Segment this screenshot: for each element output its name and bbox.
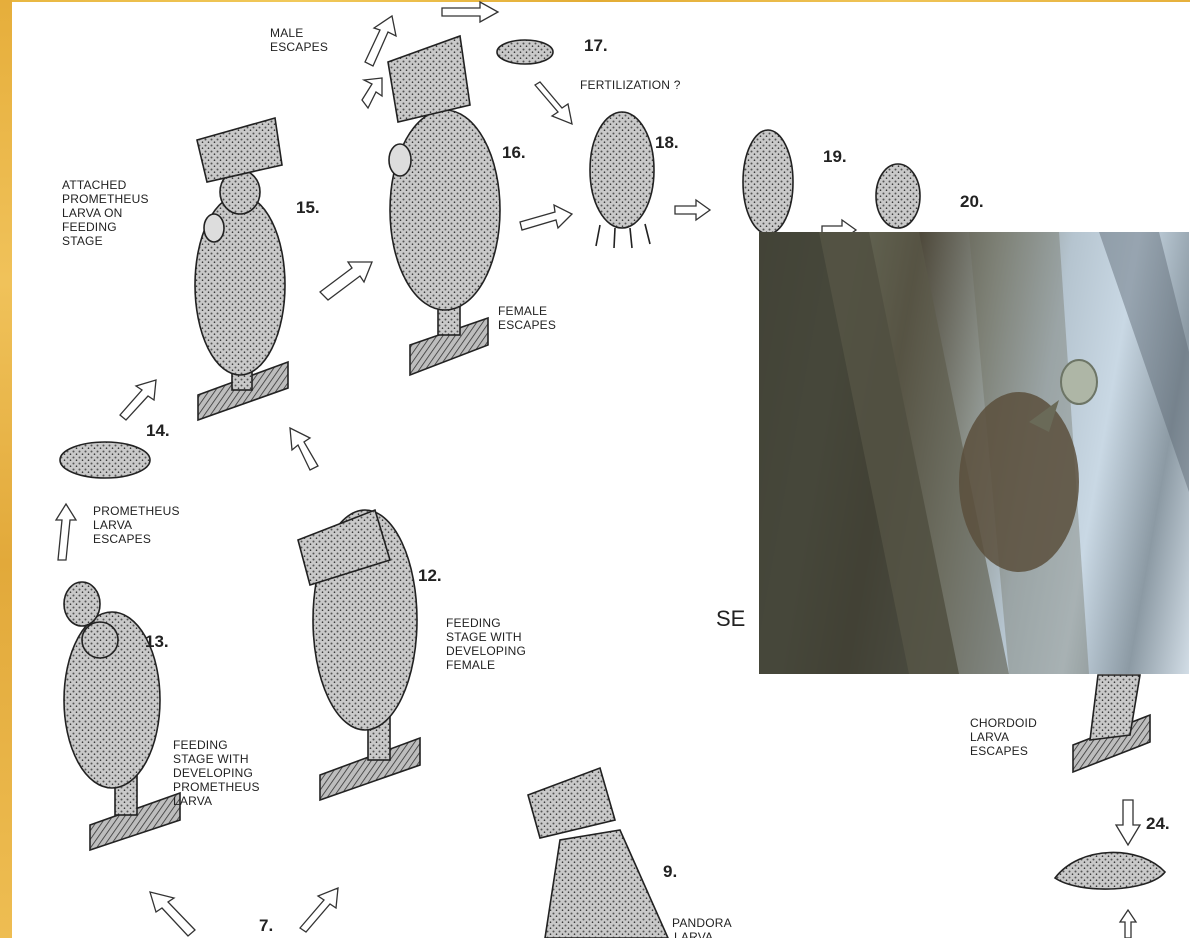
label-fertilization: FERTILIZATION ? — [580, 78, 681, 92]
stage-16-figure — [388, 36, 500, 375]
stage-24-figure — [1055, 852, 1165, 889]
label-pandora: PANDORA — [672, 916, 732, 930]
stage-number-20: 20. — [960, 192, 984, 212]
label-female-escapes: FEMALE ESCAPES — [498, 304, 556, 332]
stage-number-12: 12. — [418, 566, 442, 586]
stage-number-15: 15. — [296, 198, 320, 218]
microscope-photo-content — [759, 232, 1189, 674]
stage-number-17: 17. — [584, 36, 608, 56]
stage-18-figure — [590, 112, 654, 248]
stage-13-figure — [64, 582, 180, 850]
label-prometheus-escapes: PROMETHEUS LARVA ESCAPES — [93, 504, 180, 546]
stage-12-figure — [298, 510, 420, 800]
stage-number-9: 9. — [663, 862, 677, 882]
stage-9-figure — [528, 768, 668, 938]
label-feeding-developing-prometheus: FEEDING STAGE WITH DEVELOPING PROMETHEUS… — [173, 738, 260, 808]
stage-19-figure — [743, 130, 793, 234]
stage-17-figure — [497, 40, 553, 64]
label-pandora-larva-cut: LARVA — [674, 930, 713, 938]
stage-number-7: 7. — [259, 916, 273, 936]
stage-number-18: 18. — [655, 133, 679, 153]
label-chordoid-escapes: CHORDOID LARVA ESCAPES — [970, 716, 1037, 758]
stage-number-16: 16. — [502, 143, 526, 163]
stage-number-13: 13. — [145, 632, 169, 652]
label-male-escapes: MALE ESCAPES — [270, 26, 328, 54]
stage-number-24: 24. — [1146, 814, 1170, 834]
chordoid-stage-figure — [1073, 675, 1150, 772]
label-se-fragment: SE — [716, 606, 745, 632]
label-feeding-developing-female: FEEDING STAGE WITH DEVELOPING FEMALE — [446, 616, 526, 672]
stage-20-figure — [876, 164, 920, 228]
stage-14-figure — [60, 442, 150, 478]
microscope-photo — [759, 232, 1189, 674]
stage-15-figure — [195, 118, 288, 420]
stage-number-14: 14. — [146, 421, 170, 441]
stage-number-19: 19. — [823, 147, 847, 167]
label-attached-prometheus: ATTACHED PROMETHEUS LARVA ON FEEDING STA… — [62, 178, 149, 248]
